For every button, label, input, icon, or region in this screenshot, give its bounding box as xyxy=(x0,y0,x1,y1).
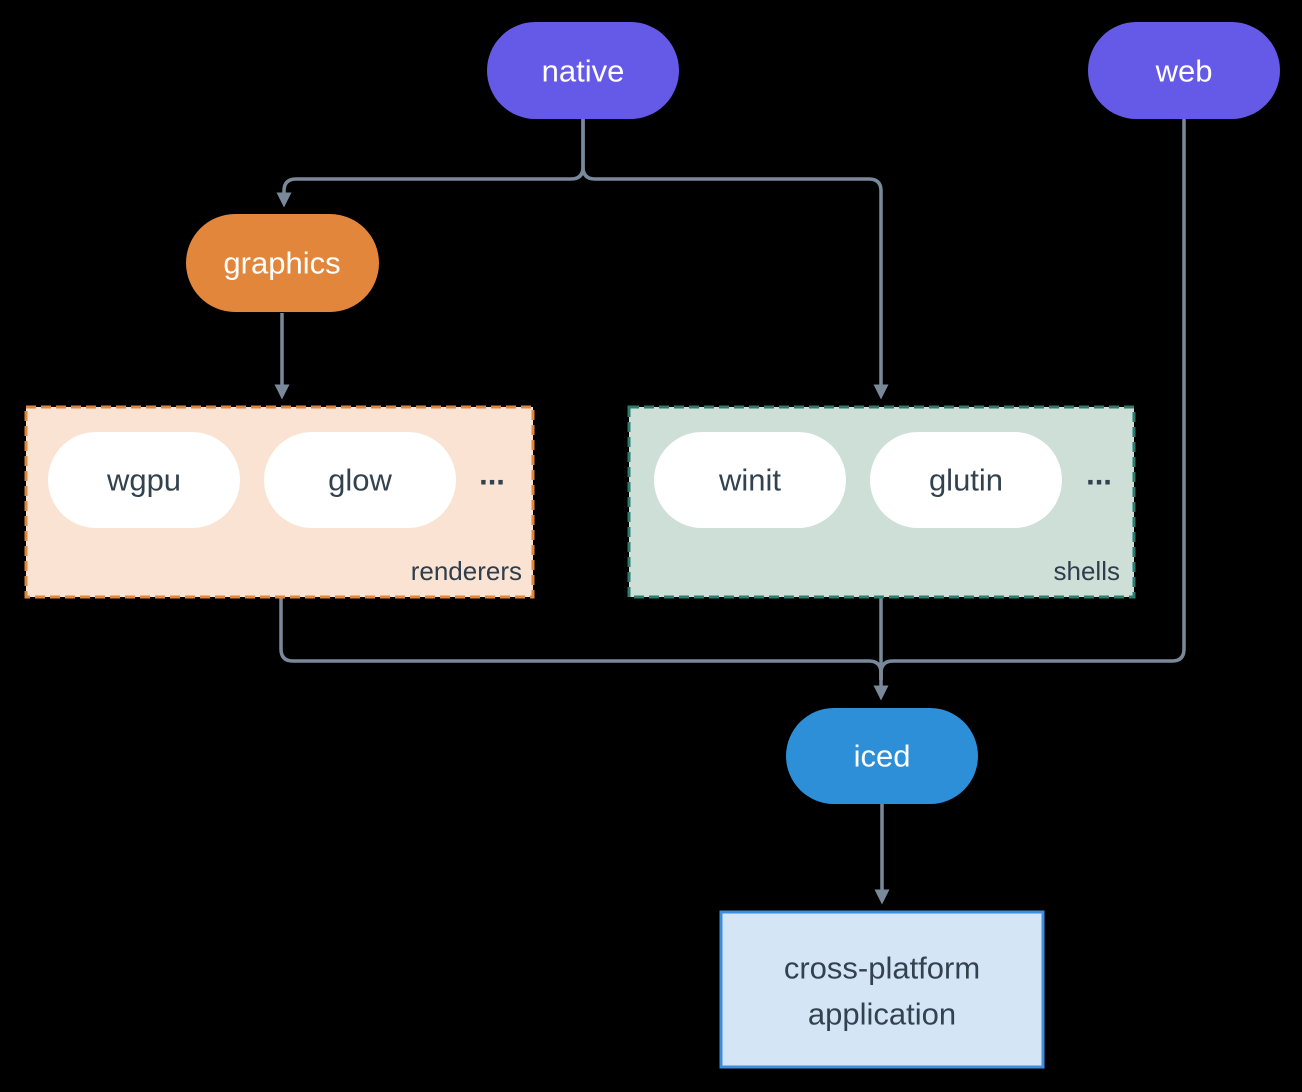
glutin-node xyxy=(870,432,1062,528)
graphics-node: graphics xyxy=(186,214,379,312)
web-pill xyxy=(1088,22,1280,119)
iced-node: iced xyxy=(786,708,978,804)
shells-ellipsis: ... xyxy=(1086,457,1112,492)
iced-label: iced xyxy=(854,739,911,774)
edges xyxy=(274,119,1186,905)
edge-renderers-to-merge xyxy=(279,598,883,680)
renderers-ellipsis: ... xyxy=(479,457,505,492)
shells-group-label: shells xyxy=(1054,556,1120,586)
wgpu-node xyxy=(48,432,240,528)
native-pill xyxy=(487,22,679,119)
web-node: web xyxy=(1088,22,1280,119)
app-label-line1: cross-platform xyxy=(784,951,980,986)
winit-label: winit xyxy=(718,463,781,498)
app-box xyxy=(719,910,1045,1069)
glow-label: glow xyxy=(328,463,392,498)
wgpu-label: wgpu xyxy=(106,463,181,498)
app-label-line2: application xyxy=(808,997,956,1032)
edge-native-to-graphics xyxy=(276,119,585,208)
edge-native-to-shells xyxy=(581,119,889,400)
native-node: native xyxy=(487,22,679,119)
renderers-group-label: renderers xyxy=(411,556,522,586)
graphics-pill xyxy=(186,214,379,312)
graphics-label: graphics xyxy=(223,246,340,281)
shells-group: winit glutin ... shells xyxy=(627,405,1136,599)
winit-node xyxy=(654,432,846,528)
native-label: native xyxy=(542,54,625,89)
renderers-group: wgpu glow ... renderers xyxy=(24,405,535,599)
web-label: web xyxy=(1155,54,1213,89)
app-node: cross-platform application xyxy=(719,910,1045,1069)
glutin-label: glutin xyxy=(929,463,1003,498)
glow-node xyxy=(264,432,456,528)
iced-pill xyxy=(786,708,978,804)
